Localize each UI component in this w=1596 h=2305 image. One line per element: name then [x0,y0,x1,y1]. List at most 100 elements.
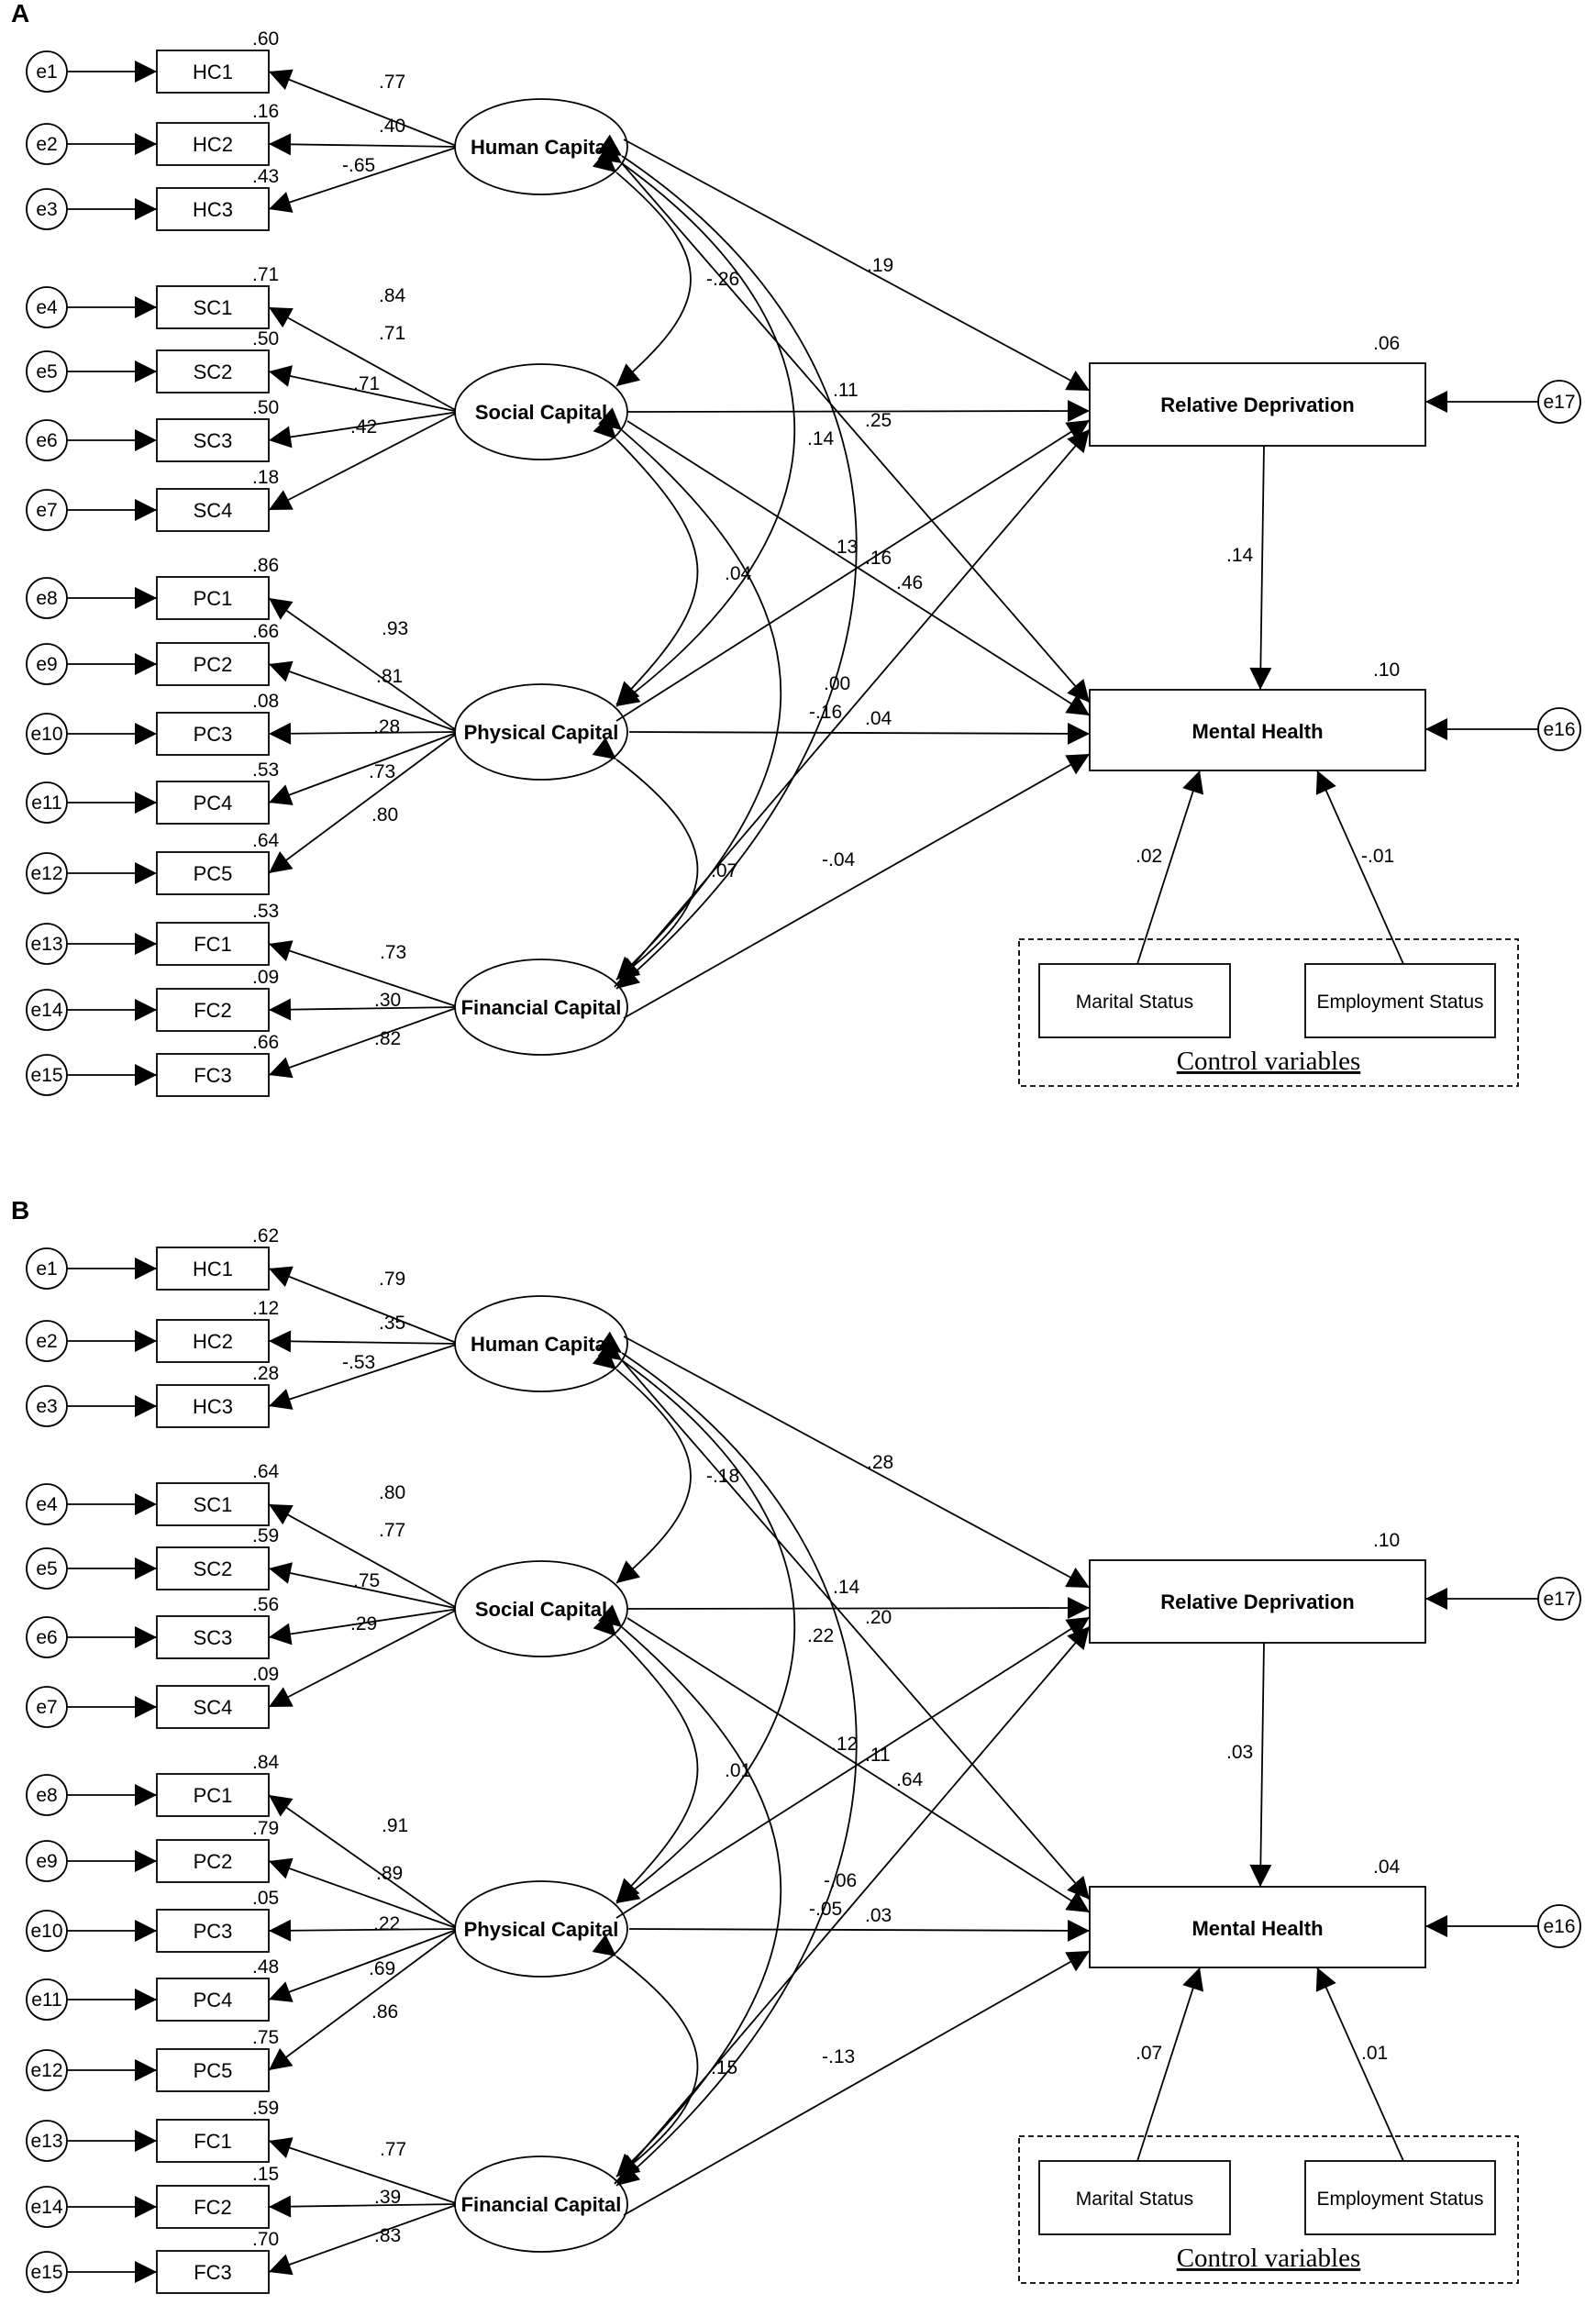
indicator-box [156,1839,270,1883]
loading-arrow [268,1857,460,1930]
error-term-label: e7 [36,1697,57,1718]
error-term-label: e11 [31,1989,61,2011]
marital-status-box [1038,963,1231,1038]
path-label-rd-mh: .03 [1226,1742,1253,1763]
indicator-label: PC5 [194,862,233,885]
loading-arrow [268,1928,460,2071]
correlation-pc-fc [592,1934,699,2178]
mental-health-r-squared: .04 [1373,1856,1401,1878]
path-rd-mh [1249,1642,1272,1888]
latent-ellipse-fc [454,2155,628,2253]
loading-arrow [268,1919,460,1942]
path-label-hc-rd: .19 [867,255,893,276]
error-term-label: e15 [30,2262,62,2283]
indicator-box [156,2119,270,2163]
indicator-r-squared: .75 [252,2027,279,2048]
loading-label: .83 [374,2225,401,2246]
loading-arrow [268,1562,460,1610]
loading-label: .22 [373,1913,400,1934]
loading-label: .40 [379,116,405,137]
loading-arrow [268,2195,460,2218]
correlation-hc-sc [592,1346,692,1584]
loading-arrow [268,1330,460,1353]
path-hc-mh [621,1359,1091,1901]
indicator-box [156,851,270,895]
control-variables-box [1018,2135,1519,2284]
path-pc-rd [615,419,1091,722]
path-sc-rd [626,400,1091,423]
error-term-label: e13 [30,934,62,955]
loading-label: .91 [382,1815,408,1836]
path-label-pc-mh: -.05 [809,1899,842,1920]
correlation-label-sc-fc: -.06 [824,1870,857,1891]
error-term-label: e9 [36,1851,57,1872]
error-term-label: e2 [36,1331,57,1352]
indicator-label: SC2 [194,1557,233,1580]
correlation-label-pc-fc: .07 [711,860,737,881]
loading-label: .30 [374,990,401,1011]
marital-status-label: Marital Status [1076,992,1193,1013]
indicator-label: PC4 [194,792,233,815]
loading-label: .69 [369,1958,395,1979]
loading-arrow [268,133,460,156]
loading-label: .42 [350,416,377,438]
indicator-r-squared: .56 [252,1594,279,1615]
relative-deprivation-label: Relative Deprivation [1160,1590,1355,1613]
indicator-box [156,1978,270,2022]
path-label-fc-rd: .04 [865,708,892,729]
indicator-label: HC3 [193,198,233,221]
error-term-label: e5 [36,361,57,382]
path-label-marital-mh: .07 [1136,2043,1162,2064]
loading-label: .80 [371,804,398,826]
correlation-label-hc-pc: .22 [807,1625,834,1646]
indicator-r-squared: .09 [252,967,279,988]
indicator-r-squared: .62 [252,1225,279,1247]
error-term-label-e17: e17 [1543,392,1575,413]
relative-deprivation-label: Relative Deprivation [1160,393,1355,416]
error-term-label: e14 [30,2197,62,2218]
loading-arrow [268,731,460,874]
loading-arrow [268,365,460,413]
correlation-hc-pc [597,141,796,707]
employment-status-label: Employment Status [1316,2189,1483,2210]
loading-label: .35 [379,1313,405,1334]
error-term-label: e2 [36,134,57,155]
loading-label: .29 [350,1613,377,1635]
indicator-label: SC3 [194,1626,233,1649]
path-label-marital-mh: .02 [1136,846,1162,867]
loading-arrow [268,1343,460,1410]
indicator-label: PC2 [194,1850,233,1873]
path-label-sc-rd: .11 [833,380,859,401]
path-label-sc-rd: .14 [833,1577,860,1598]
correlation-label-hc-pc: .14 [807,428,835,449]
correlation-sc-pc [593,1612,699,1902]
loading-arrow [268,1608,460,1646]
path-label-fc-mh: -.04 [822,849,856,870]
loading-label: .79 [379,1269,405,1290]
error-term-label: e1 [36,1258,57,1280]
path-hc-rd [623,139,1091,392]
indicator-label: SC4 [194,1696,233,1719]
loading-arrow [268,411,460,449]
mental-health-r-squared: .10 [1373,659,1400,681]
path-sc-rd [626,1597,1091,1620]
error-term-label: e8 [36,588,57,609]
loading-arrow [268,1503,460,1610]
correlation-pc-fc [592,737,699,981]
indicator-box [156,712,270,756]
indicator-box [156,1319,270,1363]
path-label-employment-mh: .01 [1361,2043,1388,2064]
path-label-fc-rd: .03 [865,1905,892,1926]
loading-label: .73 [380,942,406,963]
